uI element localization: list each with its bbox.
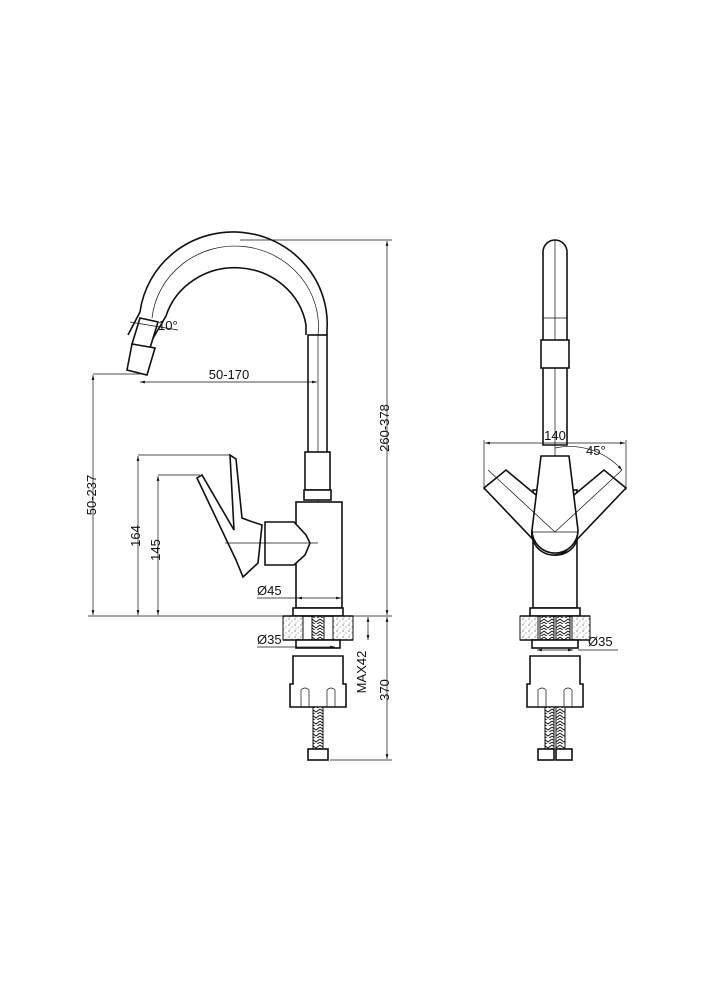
dim-lever-max: 164	[128, 525, 143, 547]
dim-hose-length: 370	[377, 679, 392, 701]
washer-front	[531, 639, 579, 649]
dim-lever-min: 145	[148, 539, 163, 561]
collar	[304, 451, 331, 491]
lever-handle	[195, 453, 263, 579]
mounting-nut	[289, 655, 347, 708]
side-view: 260-378 370 MAX42 50-237 164 145 50-170 …	[84, 231, 392, 761]
dim-hole-diameter: Ø35	[257, 632, 282, 647]
hose-fitting	[307, 748, 329, 761]
supply-hose-right	[555, 706, 566, 750]
dim-spout-angle: 10°	[158, 318, 178, 333]
countertop-section-left	[282, 615, 304, 641]
dim-spout-reach: 50-170	[209, 367, 249, 382]
hose-through-counter	[555, 615, 571, 641]
mounting-nut-ribs	[537, 687, 573, 707]
spout-ring	[540, 339, 570, 369]
hose-fitting-left	[537, 748, 555, 761]
dim-body-diameter: Ø45	[257, 583, 282, 598]
cartridge-housing	[264, 521, 311, 566]
aerator-tip	[126, 343, 157, 376]
spout-tube-inner-edge	[151, 266, 307, 341]
lever-axis-right	[554, 469, 623, 533]
dim-total-height: 260-378	[377, 404, 392, 452]
front-view: 140 45° Ø35	[482, 239, 628, 761]
dim-lever-rotation: 45°	[586, 443, 606, 458]
hose-through-counter	[539, 615, 555, 641]
base-flange	[292, 607, 344, 617]
spout-centerline	[151, 245, 319, 336]
aerator	[130, 317, 160, 349]
mounting-nut-front	[526, 655, 584, 708]
countertop-section-right	[332, 615, 354, 641]
countertop-section-left	[519, 615, 539, 641]
dim-outlet-height: 50-237	[84, 475, 99, 515]
hose-through-counter	[311, 615, 325, 641]
base-flange-front	[529, 607, 581, 617]
vertical-tube	[307, 334, 328, 454]
collar-ring	[303, 489, 332, 501]
hose-fitting-right	[555, 748, 573, 761]
lever-axis-left	[487, 469, 556, 533]
dim-hole-diameter-front: Ø35	[588, 634, 613, 649]
dim-max-counter: MAX42	[354, 651, 369, 694]
washer	[295, 639, 341, 649]
spout-tube	[127, 231, 328, 336]
mounting-nut-ribs	[300, 687, 336, 707]
spout-angle-line	[129, 321, 179, 331]
dim-arc-lever-rotation	[554, 446, 623, 471]
lever-handle-front	[531, 455, 579, 554]
supply-hose	[312, 706, 324, 750]
supply-hose-left	[544, 706, 555, 750]
dim-lever-span: 140	[544, 428, 566, 443]
